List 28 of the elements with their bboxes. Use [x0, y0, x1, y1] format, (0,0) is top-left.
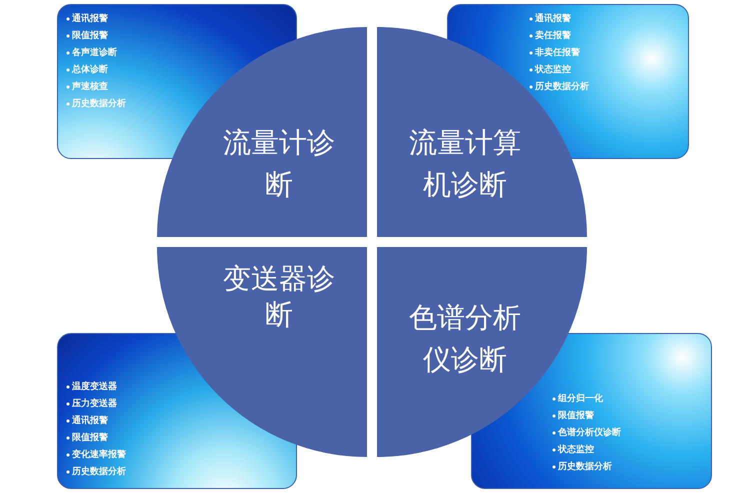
bullet-item: 状态监控	[529, 64, 571, 76]
bullet-item: 历史数据分析	[66, 466, 126, 478]
bullet-item: 色谱分析仪诊断	[552, 427, 621, 439]
bullet-item: 温度变送器	[66, 381, 117, 393]
quadrant-segment	[157, 27, 367, 237]
bullet-item: 通讯报警	[66, 13, 108, 25]
bullet-item: 各声道诊断	[66, 47, 117, 59]
bullet-item: 历史数据分析	[66, 98, 126, 110]
segment-label: 流量计诊断	[222, 125, 336, 203]
bullet-item: 非卖任报警	[529, 47, 580, 59]
bullet-item: 变化速率报警	[66, 449, 126, 461]
segment-label: 变送器诊断	[222, 261, 336, 333]
bullet-item: 通讯报警	[529, 13, 571, 25]
bullet-item: 声速核查	[66, 81, 108, 93]
segment-label: 流量计算机诊断	[408, 125, 522, 203]
bullet-item: 总体诊断	[66, 64, 108, 76]
quadrant-segment	[157, 247, 367, 457]
segment-label: 色谱分析仪诊断	[408, 300, 522, 378]
bullet-item: 限值报警	[552, 410, 594, 422]
bullet-item: 卖任报警	[529, 30, 571, 42]
bullet-item: 组分归一化	[552, 393, 603, 405]
bullet-item: 通讯报警	[66, 415, 108, 427]
bullet-item: 历史数据分析	[552, 461, 612, 473]
quadrant-segment	[377, 27, 587, 237]
bullet-item: 历史数据分析	[529, 81, 589, 93]
bullet-item: 限值报警	[66, 432, 108, 444]
bullet-item: 压力变送器	[66, 398, 117, 410]
bullet-item: 限值报警	[66, 30, 108, 42]
